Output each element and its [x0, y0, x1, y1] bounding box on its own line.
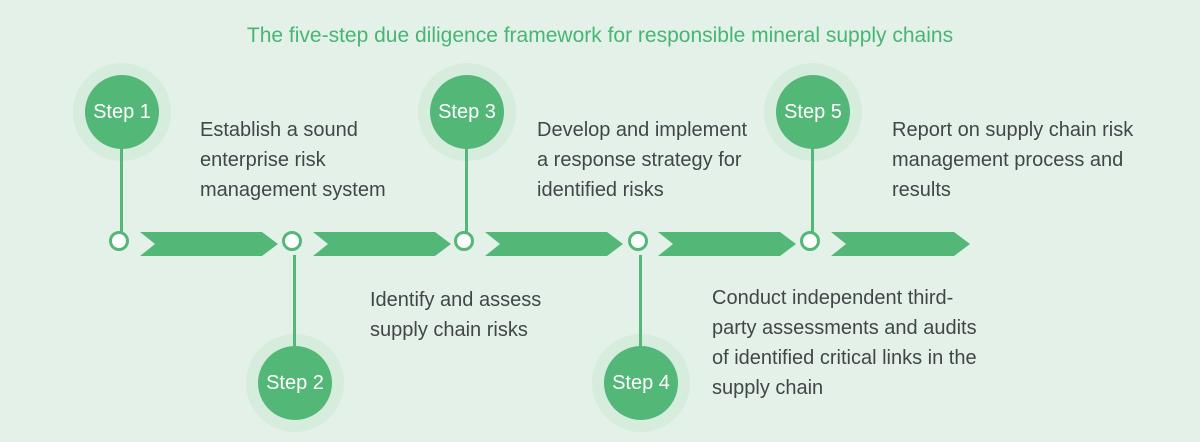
step-1-timeline-node	[109, 231, 129, 251]
step-2-label: Step 2	[266, 371, 324, 394]
step-3-connector	[465, 145, 468, 233]
step-3-timeline-node	[454, 231, 474, 251]
step-4-label: Step 4	[612, 371, 670, 394]
step-5-connector	[811, 145, 814, 233]
step-4-description: Conduct independent third- party assessm…	[712, 287, 977, 399]
diagram-title: The five-step due diligence framework fo…	[246, 24, 954, 47]
step-3-description: Develop and implement a response strateg…	[537, 119, 748, 201]
step-1-connector	[120, 145, 123, 233]
step-5-label: Step 5	[784, 100, 842, 123]
step-2-timeline-node	[282, 231, 302, 251]
step-2-description: Identify and assess supply chain risks	[370, 289, 542, 341]
step-4-timeline-node	[628, 231, 648, 251]
step-2-connector	[293, 255, 296, 350]
step-5-description: Report on supply chain risk management p…	[892, 119, 1134, 201]
timeline-arrow-5	[831, 232, 970, 256]
step-5-timeline-node	[800, 231, 820, 251]
step-5-circle: Step 5	[776, 75, 850, 149]
timeline-arrow-2	[313, 232, 451, 256]
timeline-arrow-1	[140, 232, 278, 256]
step-3-circle: Step 3	[430, 75, 504, 149]
timeline-arrow-3	[485, 232, 623, 256]
step-1-circle: Step 1	[85, 75, 159, 149]
step-4-connector	[639, 255, 642, 350]
step-1-description: Establish a sound enterprise risk manage…	[200, 119, 386, 201]
step-2-circle: Step 2	[258, 346, 332, 420]
step-1-label: Step 1	[93, 100, 151, 123]
step-3-label: Step 3	[438, 100, 496, 123]
timeline-arrow-4	[658, 232, 796, 256]
step-4-circle: Step 4	[604, 346, 678, 420]
